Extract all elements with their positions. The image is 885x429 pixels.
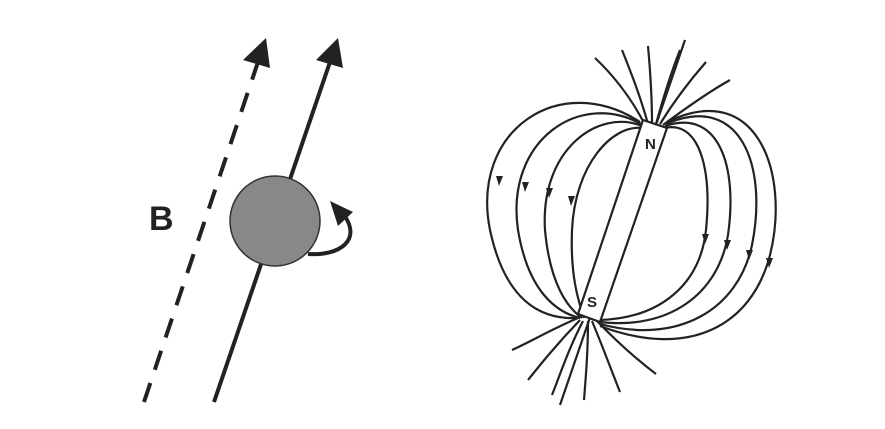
north-flare-4: [654, 49, 682, 125]
bar-magnet-diagram: [486, 39, 777, 406]
field-label-b: B: [149, 200, 174, 238]
arrow-left-4: [568, 196, 575, 206]
field-line-left-1: [486, 101, 641, 320]
north-flare-3: [646, 45, 654, 125]
south-flare-4: [582, 320, 590, 401]
south-pole-label: S: [587, 294, 597, 311]
arrow-left-2: [522, 182, 529, 192]
south-flare-2: [527, 319, 581, 381]
nucleus-sphere: [229, 175, 321, 267]
south-flare-3: [550, 320, 584, 396]
arrow-left-1: [496, 176, 503, 186]
bar-magnet: [576, 118, 669, 324]
arrow-left-3: [546, 188, 553, 198]
north-pole-label: N: [645, 136, 656, 153]
rotation-arrow: [307, 213, 353, 257]
north-flare-2: [620, 49, 650, 125]
rotation-arrowhead: [330, 201, 353, 226]
north-flare-5: [659, 61, 707, 125]
spin-axis-arrowhead: [316, 38, 343, 68]
arrow-right-3: [746, 250, 753, 260]
b-field-dashed-arrowhead: [243, 38, 270, 68]
south-flare-5: [590, 320, 622, 393]
b-field-dashed-arrow: [142, 61, 260, 403]
field-direction-arrows: [496, 176, 773, 268]
south-flare-6: [595, 319, 657, 375]
field-line-left-4: [570, 126, 644, 319]
field-line-right-4: [599, 109, 777, 341]
field-line-right-1: [599, 126, 709, 322]
spin-diagram: B: [142, 38, 353, 403]
south-flare-1: [511, 316, 579, 352]
field-line-left-3: [543, 120, 643, 319]
field-line-right-3: [599, 115, 758, 332]
arrow-right-4: [766, 258, 773, 268]
arrow-right-1: [702, 234, 709, 244]
field-line-right-2: [599, 121, 732, 325]
arrow-right-2: [724, 240, 731, 250]
north-flare-1: [594, 57, 646, 126]
field-line-left-2: [515, 112, 642, 320]
north-flare-6: [662, 79, 731, 126]
